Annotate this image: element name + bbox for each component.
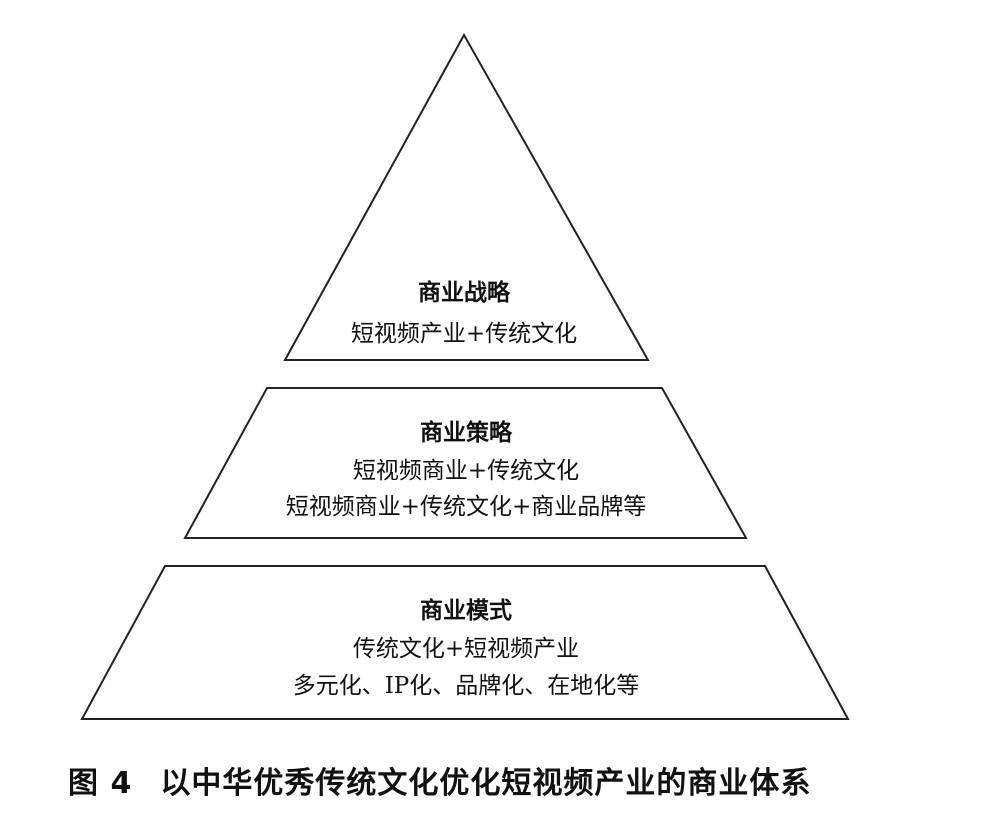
tier-title-model: 商业模式 (420, 597, 512, 624)
pyramid-tier-model: 商业模式 传统文化+短视频产业 多元化、IP化、品牌化、在地化等 (80, 565, 850, 720)
tier-title-strategy: 商业战略 (418, 279, 511, 306)
tier-line: 短视频商业+传统文化+商业品牌等 (286, 494, 647, 520)
tier-line: 短视频商业+传统文化 (353, 458, 579, 484)
pyramid-diagram: 商业战略 短视频产业+传统文化 商业策略 短视频商业+传统文化 短视频商业+传统… (80, 32, 850, 720)
tier-shape-model (80, 565, 850, 720)
tier-title-tactics: 商业策略 (420, 419, 513, 446)
figure-caption-text: 以中华优秀传统文化优化短视频产业的商业体系 (160, 766, 812, 801)
figure-caption: 图 4 以中华优秀传统文化优化短视频产业的商业体系 (68, 758, 968, 802)
tier-line: 短视频产业+传统文化 (351, 321, 577, 347)
tier-shape-tactics (183, 387, 748, 539)
tier-line: 多元化、IP化、品牌化、在地化等 (293, 673, 640, 699)
pyramid-tier-strategy: 商业战略 短视频产业+传统文化 (283, 32, 650, 361)
figure-number: 图 4 (68, 766, 133, 801)
tier-shape-strategy (283, 32, 650, 361)
tier-line: 传统文化+短视频产业 (353, 636, 579, 662)
pyramid-tier-tactics: 商业策略 短视频商业+传统文化 短视频商业+传统文化+商业品牌等 (183, 387, 748, 539)
